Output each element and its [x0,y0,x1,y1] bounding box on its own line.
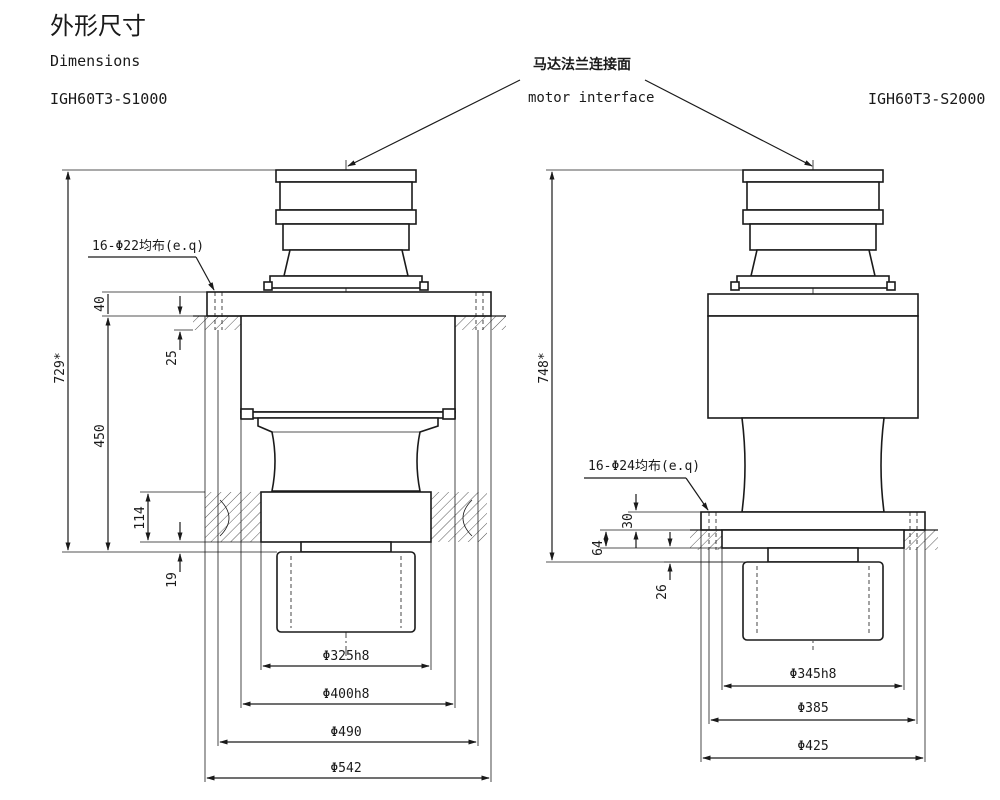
left-dia-542: Φ542 [330,761,361,776]
right-dim-30: 30 [621,513,636,529]
right-dim-64: 64 [591,540,606,556]
left-dim-114: 114 [133,506,148,530]
left-overall-height: 729* [53,352,68,383]
model-right-label: IGH60T3-S2000 [868,90,986,108]
right-dia-345: Φ345h8 [790,667,837,682]
motor-interface-label-cn: 马达法兰连接面 [533,57,631,73]
left-dim-19: 19 [165,572,180,588]
motor-interface-label-en: motor interface [528,90,655,106]
right-dim-26: 26 [655,584,670,600]
right-gearbox [690,160,938,650]
right-dia-385: Φ385 [797,701,828,716]
left-dia-490: Φ490 [330,725,361,740]
left-vertical-dimensions [62,169,301,572]
motor-interface-leaders [347,79,813,167]
right-diameter-dimensions [700,530,926,762]
model-left-label: IGH60T3-S1000 [50,90,168,108]
left-dia-325: Φ325h8 [323,649,370,664]
right-dia-425: Φ425 [797,739,828,754]
title-en: Dimensions [50,52,141,70]
left-gearbox [193,160,506,660]
left-dia-400: Φ400h8 [323,687,370,702]
left-dim-25: 25 [165,350,180,366]
left-dim-40: 40 [93,296,108,312]
right-overall-height: 748* [537,352,552,383]
left-diameter-dimensions [204,316,492,782]
left-hole-note: 16-Φ22均布(e.q) [92,239,204,254]
right-vertical-dimensions [546,169,768,580]
left-dim-450: 450 [93,424,108,447]
right-hole-note: 16-Φ24均布(e.q) [588,459,700,474]
title-cn: 外形尺寸 [50,12,146,40]
